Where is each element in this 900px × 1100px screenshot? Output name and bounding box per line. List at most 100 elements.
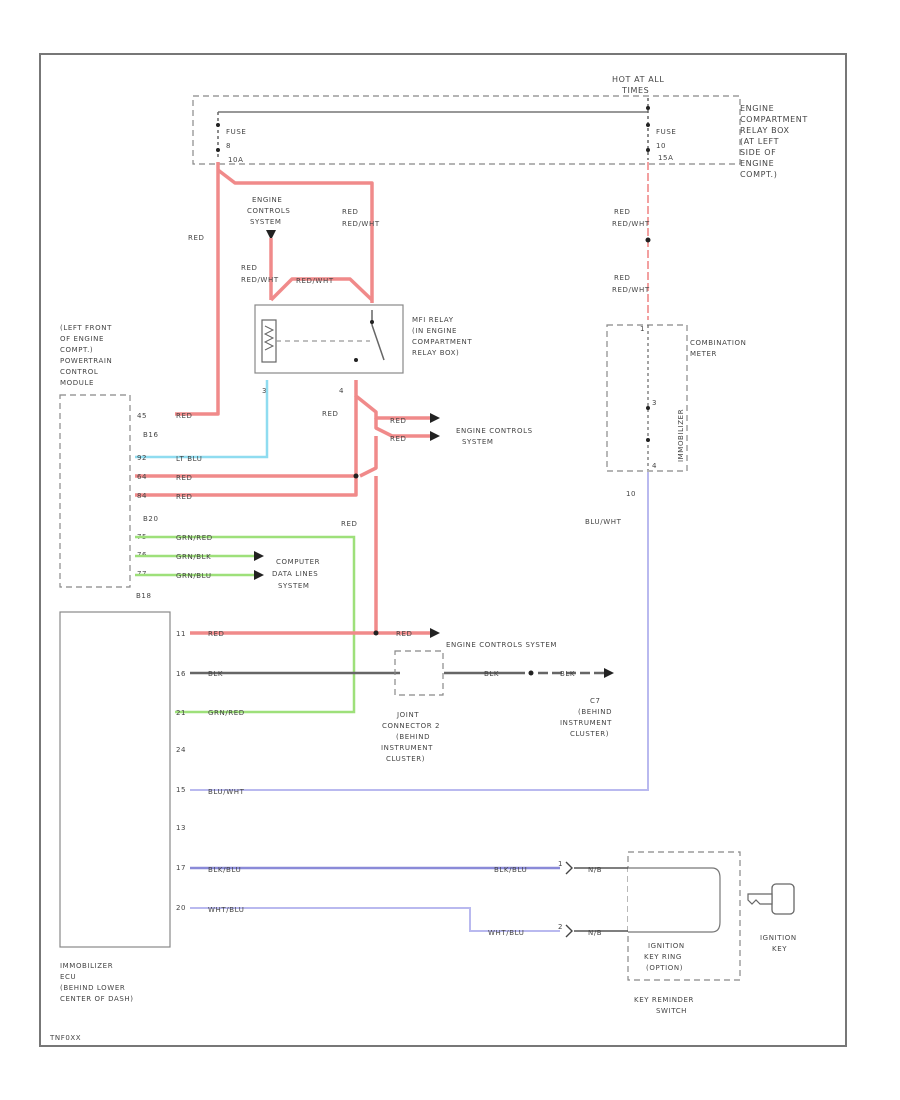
wire-label-wht-blu-1: WHT/BLU (208, 906, 245, 914)
meter-node-1 (646, 406, 650, 410)
wire-label-red-relay-out: RED (322, 410, 338, 418)
svg-text:FUSE: FUSE (226, 128, 246, 136)
fuse-8: FUSE 8 10A (216, 112, 246, 164)
engine-controls-low-label: ENGINE CONTROLS SYSTEM (446, 641, 557, 649)
diagram-frame (39, 53, 847, 1047)
ignition-key-icon (747, 883, 795, 915)
svg-text:ENGINE: ENGINE (740, 104, 774, 113)
connector-chevron-2 (565, 924, 573, 938)
wire-label-meter-red-2: RED (614, 274, 630, 282)
wire-label-grn-blk: GRN/BLK (176, 553, 211, 561)
wire-red-branch (359, 436, 378, 478)
svg-text:KEY RING: KEY RING (644, 953, 682, 961)
svg-text:16: 16 (176, 670, 186, 678)
wire-red-engine-2 (374, 418, 432, 438)
wire-label-red-eng2: RED (390, 435, 406, 443)
svg-text:15: 15 (176, 786, 186, 794)
wire-label-pcm-84: RED (176, 493, 192, 501)
joint-connector-label: JOINT CONNECTOR 2 (BEHIND INSTRUMENT CLU… (381, 711, 440, 763)
relay-box-label: ENGINE COMPARTMENT RELAY BOX (AT LEFT SI… (740, 104, 807, 179)
switch-pin-2: 2 (558, 923, 563, 931)
pcm-outline (59, 394, 131, 588)
wire-label-pcm-64: RED (176, 474, 192, 482)
splice-red-1 (353, 473, 359, 479)
svg-text:RELAY BOX: RELAY BOX (740, 126, 790, 135)
svg-text:ECU: ECU (60, 973, 76, 981)
svg-text:COMPUTER: COMPUTER (276, 558, 320, 566)
wire-label-grn-red: GRN/RED (176, 534, 213, 542)
svg-text:CLUSTER): CLUSTER) (570, 730, 609, 738)
svg-text:17: 17 (176, 864, 186, 872)
arrow-engine-mid-1 (430, 413, 440, 423)
pcm-connector-b18: B18 (136, 592, 152, 600)
wire-red-immobilizer-feed (374, 476, 432, 635)
wire-label-imm-red: RED (208, 630, 224, 638)
svg-text:METER: METER (690, 350, 717, 358)
wire-blu-wht (190, 472, 649, 791)
meter-immobilizer-label: IMMOBILIZER (677, 409, 685, 462)
meter-pin-3: 3 (652, 399, 657, 407)
wire-label-wht-blu-2: WHT/BLU (488, 929, 525, 937)
switch-pin-b-2: N/B (588, 929, 602, 937)
wire-red-pcm-84 (135, 396, 358, 478)
svg-text:INSTRUMENT: INSTRUMENT (381, 744, 433, 752)
switch-pin-b-1: N/B (588, 866, 602, 874)
svg-text:COMPT.): COMPT.) (740, 170, 777, 179)
immobilizer-ecu-box (59, 611, 171, 948)
svg-text:(BEHIND LOWER: (BEHIND LOWER (60, 984, 125, 992)
svg-text:15A: 15A (658, 154, 674, 162)
svg-text:24: 24 (176, 746, 186, 754)
wire-label-imm-grn-red: GRN/RED (208, 709, 245, 717)
wire-red-fuse8-pcm (175, 162, 220, 416)
joint-connector-outline (394, 650, 444, 696)
svg-text:8: 8 (226, 142, 231, 150)
svg-text:ENGINE: ENGINE (740, 159, 774, 168)
diagram-code: TNF0XX (49, 1034, 81, 1042)
computer-data-lines-label: COMPUTER DATA LINES SYSTEM (272, 558, 320, 590)
pcm-connector-b16: B16 (143, 431, 159, 439)
meter-node-2 (646, 438, 650, 442)
wire-red-wht-bridge (269, 277, 374, 302)
combination-meter-outline (606, 324, 688, 472)
wire-label-blu-wht-2: BLU/WHT (208, 788, 245, 796)
wire-label-red-relay: RED (241, 264, 257, 272)
wire-label-grn-blu: GRN/BLU (176, 572, 212, 580)
wire-label-blk-blu-1: BLK/BLU (208, 866, 241, 874)
svg-text:DATA LINES: DATA LINES (272, 570, 318, 578)
wire-label-meter-red-wht-2: RED/WHT (612, 286, 650, 294)
wire-label-meter-red-wht-1: RED/WHT (612, 220, 650, 228)
wire-red-wht-relay (216, 168, 374, 303)
wire-label-red-wht-top: RED/WHT (342, 220, 380, 228)
svg-text:20: 20 (176, 904, 186, 912)
svg-text:10A: 10A (228, 156, 244, 164)
fuse-10: FUSE 10 15A (646, 98, 676, 162)
svg-text:INSTRUMENT: INSTRUMENT (560, 719, 612, 727)
svg-text:CONNECTOR 2: CONNECTOR 2 (382, 722, 440, 730)
svg-text:CONTROLS: CONTROLS (247, 207, 290, 215)
pcm-label: (LEFT FRONT OF ENGINE COMPT.) POWERTRAIN… (60, 324, 112, 387)
svg-text:KEY REMINDER: KEY REMINDER (634, 996, 694, 1004)
key-ring-shape (628, 867, 721, 933)
svg-text:FUSE: FUSE (656, 128, 676, 136)
wire-label-red-wht-relay: RED/WHT (241, 276, 279, 284)
svg-text:IGNITION: IGNITION (760, 934, 797, 942)
svg-text:SYSTEM: SYSTEM (462, 438, 494, 446)
meter-pin-4: 4 (652, 462, 657, 470)
svg-text:C7: C7 (590, 697, 601, 705)
mfi-relay-label: MFI RELAY (IN ENGINE COMPARTMENT RELAY B… (412, 316, 472, 357)
wire-label-blk-2: BLK (484, 670, 499, 678)
meter-pin-10: 10 (626, 490, 636, 498)
svg-text:10: 10 (656, 142, 666, 150)
svg-text:13: 13 (176, 824, 186, 832)
key-ring-label: IGNITION KEY RING (OPTION) (644, 942, 684, 972)
connector-chevron-1 (565, 861, 573, 875)
svg-text:45: 45 (137, 412, 147, 420)
svg-text:RELAY BOX): RELAY BOX) (412, 349, 459, 357)
wire-red-pcm-75 (135, 476, 358, 497)
immobilizer-pins: 11 16 21 24 15 13 17 20 (176, 630, 186, 912)
key-reminder-label: KEY REMINDER SWITCH (634, 996, 694, 1015)
wire-label-red-wht-bridge: RED/WHT (296, 277, 334, 285)
svg-text:IMMOBILIZER: IMMOBILIZER (60, 962, 113, 970)
arrow-data-2 (254, 570, 264, 580)
